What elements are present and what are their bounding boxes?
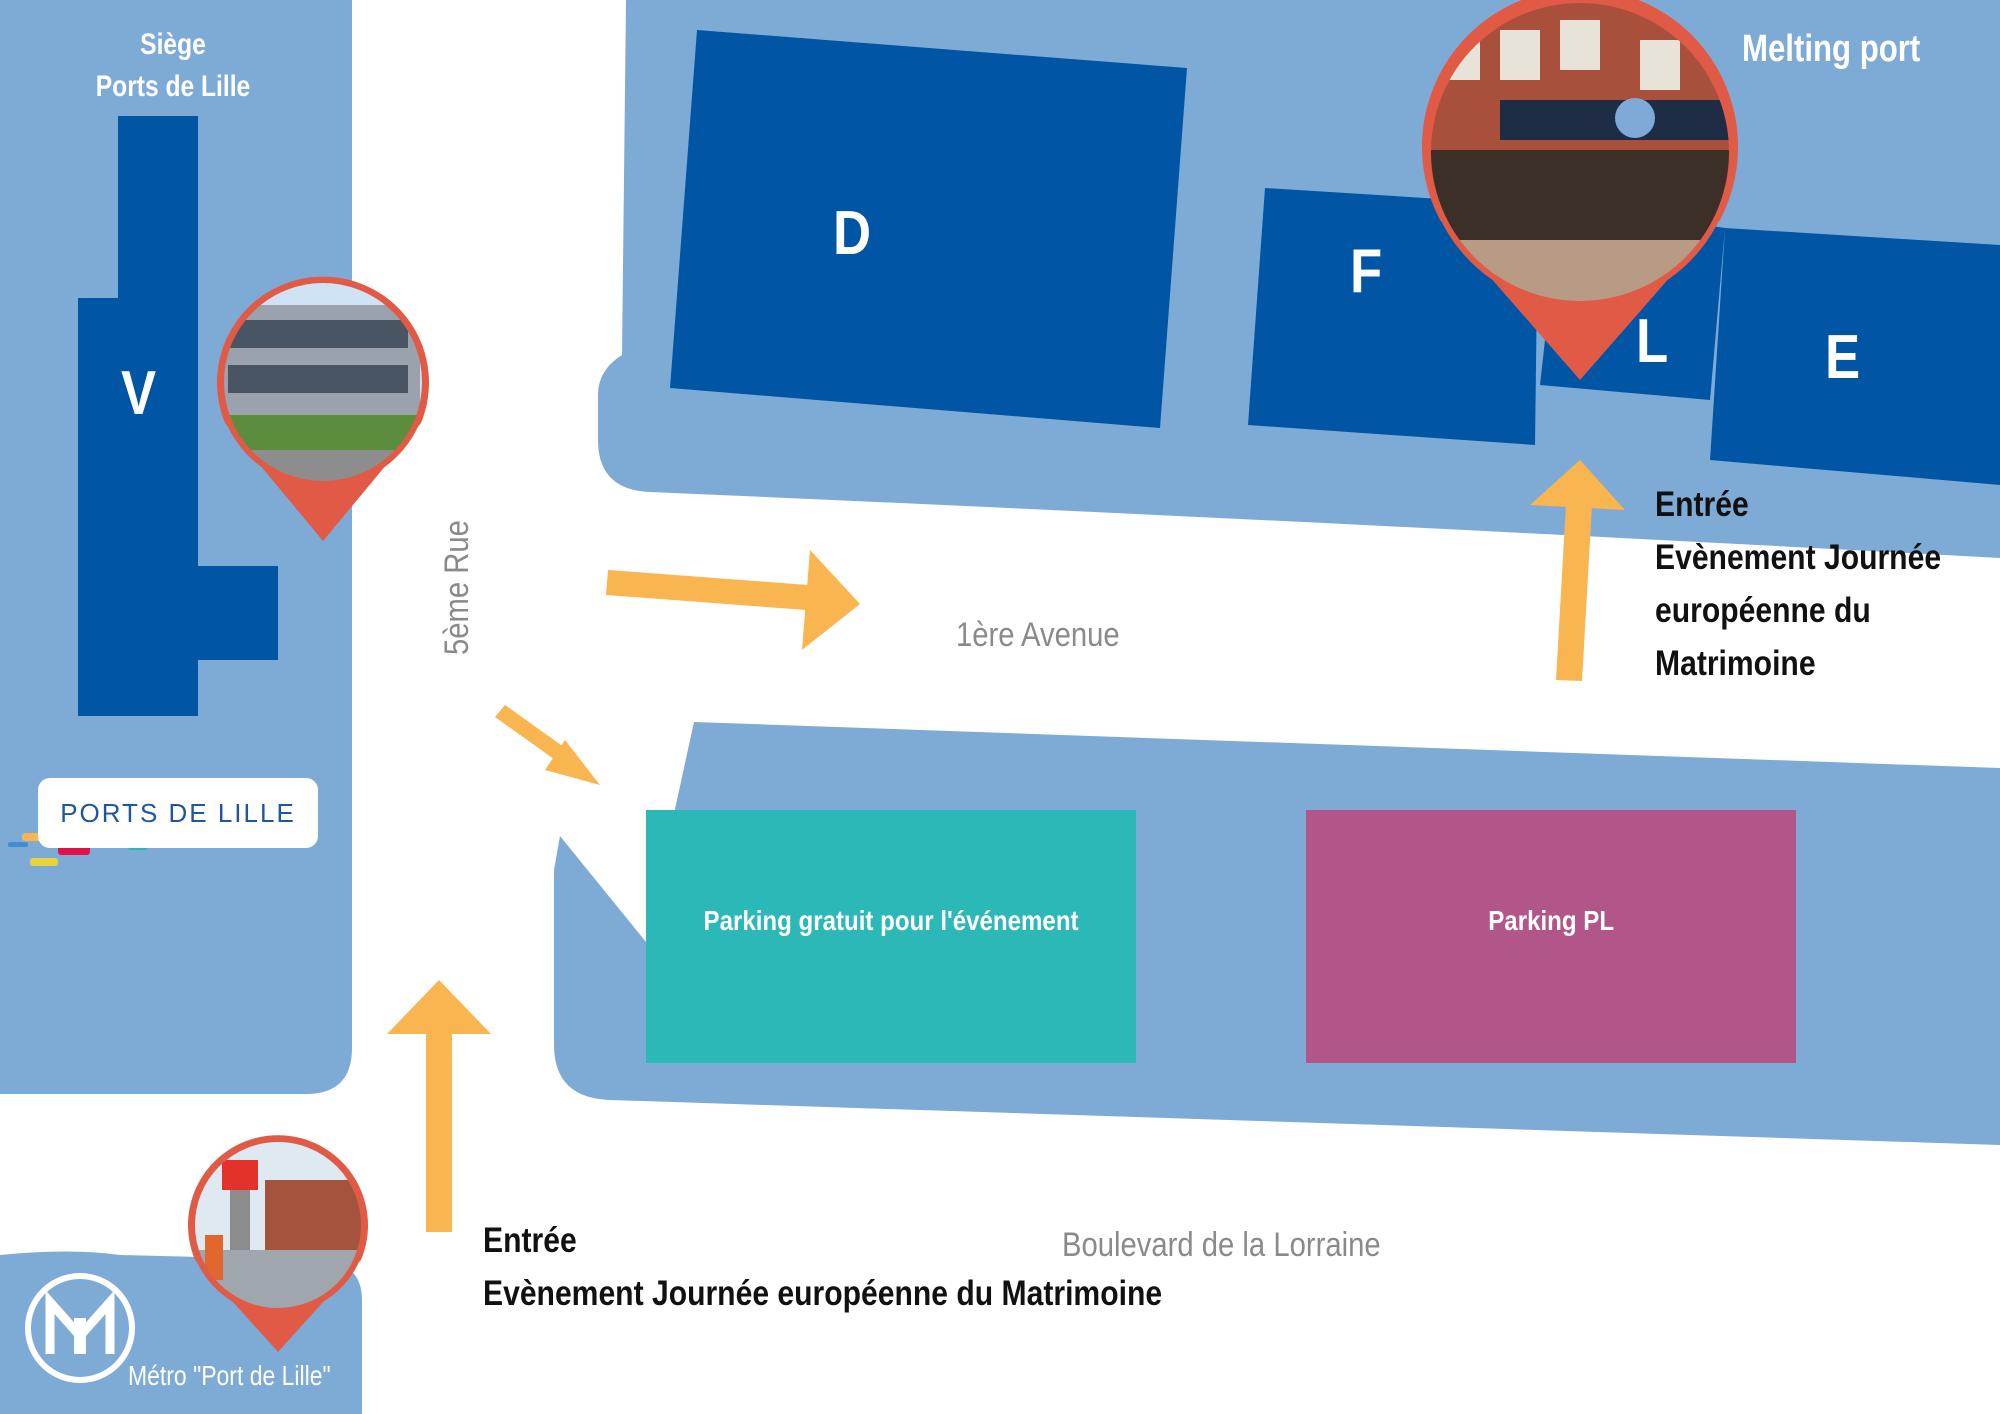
ports-de-lille-logo-text: PORTS DE LILLE (60, 797, 296, 828)
parking-pl-area (1306, 810, 1796, 1063)
building-e (1710, 228, 2000, 485)
entry-south-label: Entrée Evènement Journée européenne du M… (483, 1214, 1162, 1320)
arrow-north-entry-east (1530, 460, 1625, 681)
parking-free-area (646, 810, 1136, 1063)
street-5eme-rue: 5ème Rue (438, 520, 476, 655)
building-v (78, 116, 278, 716)
entry-south-line2: Evènement Journée européenne du Matrimoi… (483, 1274, 1163, 1313)
building-f-label: F (1350, 237, 1383, 306)
building-e-label: E (1825, 323, 1861, 392)
building-d (670, 30, 1187, 428)
street-1ere-avenue: 1ère Avenue (956, 616, 1120, 654)
ports-de-lille-logo: PORTS DE LILLE (38, 778, 318, 848)
arrow-diagonal-to-parking (495, 705, 600, 785)
siege-label-line1: Siège (140, 28, 206, 61)
siege-label: Siège Ports de Lille (62, 24, 283, 108)
siege-label-line2: Ports de Lille (95, 70, 251, 103)
metro-station-label: Métro "Port de Lille" (128, 1360, 331, 1391)
metro-logo (25, 1273, 135, 1383)
entry-east-line1: Entrée (1655, 485, 1749, 524)
parking-pl-text: Parking PL (1488, 905, 1614, 936)
pin-siege (217, 276, 429, 541)
entry-east-line3: européenne du (1655, 591, 1871, 630)
parking-free-text: Parking gratuit pour l'événement (703, 905, 1079, 936)
entry-east-label: Entrée Evènement Journée européenne du M… (1655, 478, 1941, 690)
melting-port-label: Melting port (1742, 28, 1921, 70)
building-l-label: L (1636, 307, 1669, 376)
entry-east-line2: Evènement Journée (1655, 538, 1942, 577)
building-d-label: D (833, 199, 872, 268)
parking-free-label: Parking gratuit pour l'événement (646, 810, 1136, 1032)
arrow-north-entry-south (387, 980, 491, 1232)
pin-metro (188, 1135, 368, 1352)
entry-east-line4: Matrimoine (1655, 644, 1816, 683)
parking-pl-label: Parking PL (1306, 810, 1796, 1032)
entry-south-line1: Entrée (483, 1221, 577, 1260)
street-boulevard-lorraine: Boulevard de la Lorraine (1062, 1226, 1381, 1264)
arrow-east-to-avenue (606, 550, 860, 650)
building-v-label: V (121, 359, 157, 428)
